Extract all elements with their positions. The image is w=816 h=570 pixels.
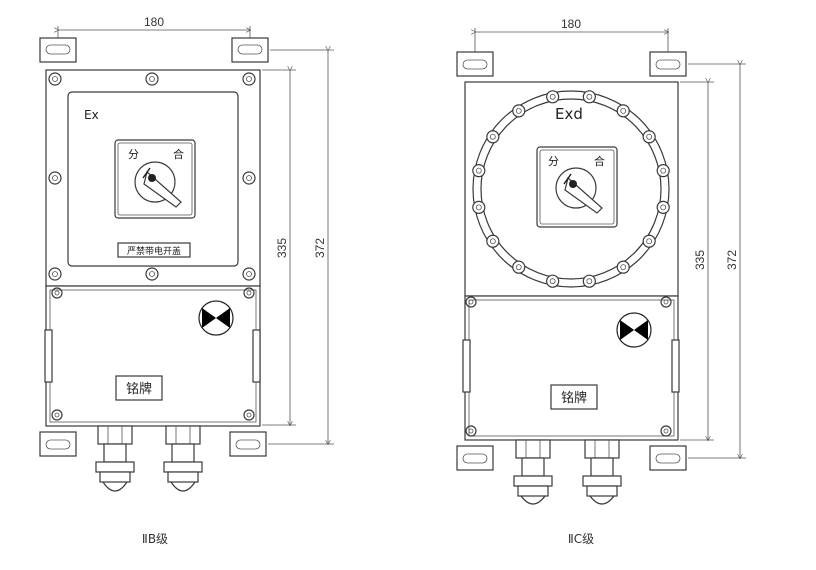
dim-width: 180 <box>475 17 668 52</box>
side-hinge-left <box>44 329 53 383</box>
dim-inner-height-text: 335 <box>275 238 289 258</box>
nameplate-text: 铭牌 <box>126 381 152 397</box>
dim-inner-height: 335 <box>262 70 296 425</box>
mounting-bracket-top-left <box>39 37 77 63</box>
cover-bolt <box>582 90 596 104</box>
cover-bolt <box>512 104 526 118</box>
mounting-bracket-top-right <box>649 51 687 77</box>
dim-inner-height: 335 <box>680 82 714 440</box>
cover-bolt-hole <box>620 264 627 271</box>
cover-bolt-hole <box>586 93 593 100</box>
cover-bolt-hole <box>515 107 522 114</box>
caption-iic: ⅡC级 <box>568 532 594 546</box>
cover-bolt-hole <box>475 167 482 174</box>
cover-bolt-hole <box>515 264 522 271</box>
switch-on-label: 合 <box>594 154 605 168</box>
warning-plate-text: 严禁带电开盖 <box>127 245 181 257</box>
cover-bolt-hole <box>620 107 627 114</box>
ex-mark: Exd <box>555 105 583 123</box>
cover-bolt-hole <box>660 167 667 174</box>
mounting-bracket-bottom-right <box>649 445 687 471</box>
side-hinge-right <box>671 339 680 393</box>
lower-bolts <box>465 296 672 437</box>
dim-width: 180 <box>58 15 250 38</box>
indicator-lamp <box>616 312 652 348</box>
cover-bolt <box>656 200 670 214</box>
enclosure-iic: Exd 分 合 铭牌 <box>456 17 746 546</box>
warning-plate <box>117 242 191 258</box>
switch-off-label: 分 <box>548 155 559 168</box>
dim-outer-height: 372 <box>688 64 746 458</box>
round-flameproof-cover <box>472 90 670 288</box>
cover-plate <box>67 91 239 267</box>
dim-width-text: 180 <box>144 15 164 29</box>
cover-bolt <box>582 274 596 288</box>
caption-iib: ⅡB级 <box>142 532 168 546</box>
cover-bolt-hole <box>549 93 556 100</box>
cover-bolt <box>616 260 630 274</box>
mounting-bracket-top-left <box>456 51 494 77</box>
switch-off-label: 分 <box>128 148 139 161</box>
cable-gland-2 <box>163 425 203 492</box>
lower-bolts <box>51 287 255 421</box>
cover-bolt <box>656 164 670 178</box>
cover-bolt-hole <box>489 133 496 140</box>
cover-bolt-hole <box>646 238 653 245</box>
dim-inner-height-text: 335 <box>693 250 707 270</box>
cover-bolts <box>472 90 670 288</box>
dim-outer-height-text: 372 <box>725 250 739 270</box>
dim-outer-height: 372 <box>268 50 334 444</box>
cover-bolt-hole <box>646 133 653 140</box>
cover-bolt-hole <box>489 238 496 245</box>
nameplate <box>550 384 598 410</box>
indicator-lamp <box>198 300 234 336</box>
cover-bolt <box>512 260 526 274</box>
cover-bolts <box>48 72 256 281</box>
dim-width-text: 180 <box>561 17 581 31</box>
dim-outer-height-text: 372 <box>313 238 327 258</box>
side-hinge-left <box>462 339 471 393</box>
cover-bolt <box>616 104 630 118</box>
cover-bolt <box>642 234 656 248</box>
cover-bolt-hole <box>586 278 593 285</box>
mounting-bracket-top-right <box>231 37 269 63</box>
cover-bolt <box>472 200 486 214</box>
cover-bolt <box>472 164 486 178</box>
rotary-switch[interactable]: 分 合 <box>114 139 196 219</box>
cover-bolt <box>486 130 500 144</box>
cover-bolt-hole <box>549 278 556 285</box>
cable-gland-1 <box>95 425 135 492</box>
mounting-bracket-bottom-left <box>39 431 77 457</box>
cover-bolt <box>486 234 500 248</box>
cover-bolt <box>546 90 560 104</box>
nameplate <box>115 375 163 401</box>
nameplate-text: 铭牌 <box>561 390 587 406</box>
cover-bolt <box>546 274 560 288</box>
cover-bolt-hole <box>660 204 667 211</box>
cover-bolt <box>642 130 656 144</box>
cable-gland-2 <box>582 439 622 505</box>
enclosure-iib: Ex 分 合 严禁带电开盖 <box>39 15 334 546</box>
cable-gland-1 <box>513 439 553 505</box>
cover-bolt-hole <box>475 204 482 211</box>
ex-mark: Ex <box>84 108 99 122</box>
mounting-bracket-bottom-left <box>456 445 494 471</box>
mounting-bracket-bottom-right <box>229 431 267 457</box>
side-hinge-right <box>252 329 261 383</box>
rotary-switch[interactable]: 分 合 <box>536 146 618 228</box>
switch-on-label: 合 <box>173 147 184 161</box>
